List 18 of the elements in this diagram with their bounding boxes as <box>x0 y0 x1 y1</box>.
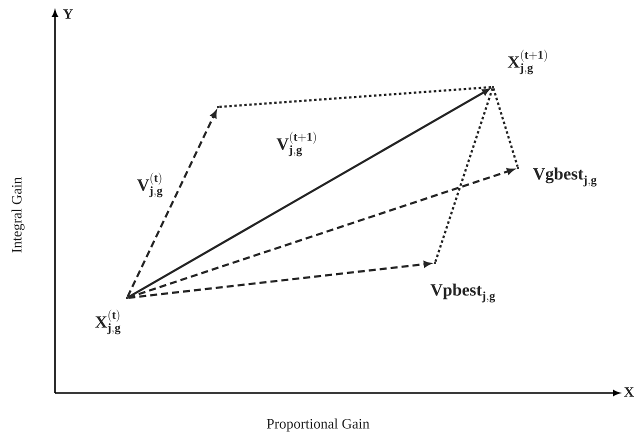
arrow <box>128 88 490 298</box>
vertex-point <box>216 106 220 108</box>
edge-label: $\mathbf{V}_{\mathbf{j,g}}^{\mathbf{(t+1)}}$ <box>275 130 319 158</box>
dashed-arrow <box>126 110 217 298</box>
dashed-arrow <box>128 168 514 299</box>
point-label: $\mathbf{Vpbest}_{\mathbf{j,g}}$ <box>430 262 496 302</box>
edge-label: $\mathbf{V}_{\mathbf{j,g}}^{\mathbf{(t)}}$ <box>136 172 164 198</box>
dotted-line <box>434 88 494 262</box>
point-label: $\mathbf{X}_{\mathbf{j,g}}^{\mathbf{(t+1)}}$ <box>492 50 547 88</box>
dashed-arrow <box>128 260 431 299</box>
axis-label: Y <box>63 9 73 19</box>
point-label: $\mathbf{Vgbest}_{\mathbf{j,g}}$ <box>516 166 597 186</box>
axis-title: Integral Gain <box>11 177 25 253</box>
dotted-line <box>219 86 492 108</box>
axis-label: X <box>624 387 634 397</box>
dotted-line <box>492 88 519 168</box>
point-label: $\mathbf{X}_{\mathbf{j,g}}^{\mathbf{(t)}}$ <box>95 296 128 334</box>
axis-title: Proportional Gain <box>266 418 370 432</box>
